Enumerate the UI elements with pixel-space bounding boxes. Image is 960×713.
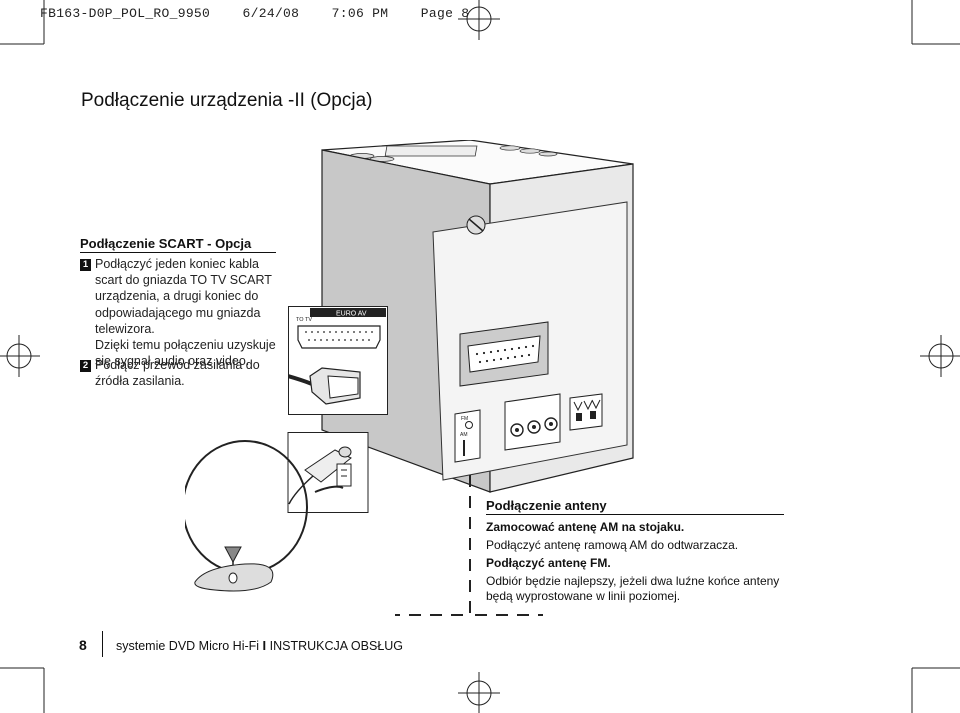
fm-terminal-label: FM <box>461 416 468 422</box>
antenna-line-4: Odbiór będzie najlepszy, jeżeli dwa luźn… <box>486 574 780 588</box>
dashed-leader <box>395 475 543 616</box>
print-header: FB163-D0P_POL_RO_9950 6/24/08 7:06 PM Pa… <box>40 6 469 21</box>
scart-to-tv-label: TO TV <box>296 317 312 323</box>
antenna-illustration <box>185 432 369 592</box>
device-rear-illustration: FM AM <box>321 140 634 493</box>
footer-text: systemie DVD Micro Hi-Fi I INSTRUKCJA OB… <box>116 638 404 653</box>
antenna-line-3: Podłączyć antenę FM. <box>486 556 611 570</box>
antenna-section-rule <box>486 514 784 515</box>
print-time: 7:06 PM <box>331 6 389 21</box>
print-page: Page 8 <box>420 6 470 21</box>
footer-divider <box>102 631 103 657</box>
antenna-line-1: Zamocować antenę AM na stojaku. <box>486 520 685 534</box>
scart-section-title: Podłączenie SCART - Opcja <box>80 236 252 251</box>
step-number-badge: 1 <box>80 259 91 271</box>
scart-detail-box: EURO AV TO TV <box>288 306 388 415</box>
print-slug: FB163-D0P_POL_RO_9950 <box>40 6 211 21</box>
antenna-line-5: będą wyprostowane w linii poziomej. <box>486 589 681 603</box>
print-date: 6/24/08 <box>242 6 300 21</box>
antenna-line-2: Podłączyć antenę ramową AM do odtwarzacz… <box>486 538 739 552</box>
page-number: 8 <box>79 637 87 653</box>
scart-euro-av-label: EURO AV <box>336 311 367 318</box>
antenna-section-title: Podłączenie anteny <box>486 498 607 513</box>
am-terminal-label: AM <box>460 432 468 438</box>
scart-section-rule <box>80 252 276 253</box>
page-title: Podłączenie urządzenia -II (Opcja) <box>81 90 373 111</box>
step-number-badge: 2 <box>80 360 91 372</box>
